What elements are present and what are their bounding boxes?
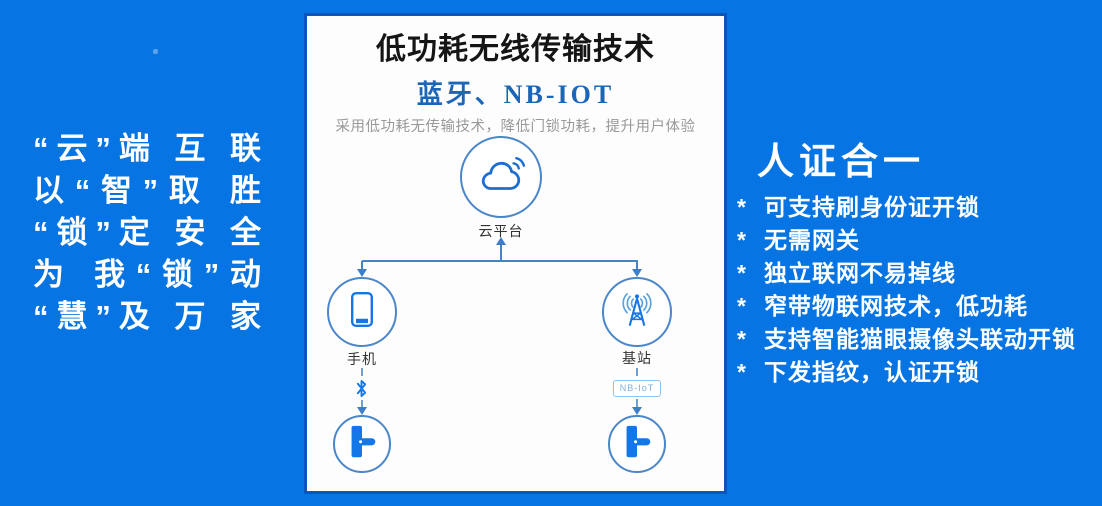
- door-lock-icon: [343, 423, 381, 466]
- bullet-marker: *: [737, 293, 746, 319]
- arrow-down-to-lock-left: [357, 407, 367, 415]
- list-item: * 可支持刷身份证开锁: [737, 191, 1076, 224]
- bullet-text: 窄带物联网技术，低功耗: [764, 293, 1028, 319]
- bullet-text: 下发指纹，认证开锁: [764, 359, 980, 385]
- bullet-text: 独立联网不易掉线: [764, 260, 956, 286]
- bluetooth-icon: [354, 378, 369, 404]
- arrow-down-to-lock-right: [632, 407, 642, 415]
- list-item: * 窄带物联网技术，低功耗: [737, 290, 1076, 323]
- panel-description: 采用低功耗无传输技术，降低门锁功耗，提升用户体验: [335, 119, 696, 135]
- phone-node: [327, 277, 397, 347]
- feature-bullet-list: * 可支持刷身份证开锁 * 无需网关 * 独立联网不易掉线 * 窄带物联网技术，…: [737, 191, 1076, 389]
- right-panel-heading: 人证合一: [757, 141, 925, 182]
- list-item: * 支持智能猫眼摄像头联动开锁: [737, 323, 1076, 356]
- phone-node-label: 手机: [347, 351, 377, 367]
- slogan-line: “锁”定 安 全: [33, 215, 261, 250]
- decorative-speck: [153, 49, 158, 54]
- nbiot-tag: NB-IoT: [613, 380, 661, 397]
- smartphone-icon: [350, 291, 374, 333]
- door-lock-node-right: [608, 415, 666, 473]
- station-node: [602, 277, 672, 347]
- bullet-marker: *: [737, 359, 746, 385]
- connector-vertical-cloud: [500, 245, 502, 261]
- bullet-marker: *: [737, 260, 746, 286]
- arrow-down-to-station: [632, 269, 642, 277]
- left-slogan: “云”端 互 联 以“智”取 胜 “锁”定 安 全 为 我“锁”动 “慧”及 万…: [33, 128, 261, 338]
- slogan-line: “慧”及 万 家: [33, 299, 261, 334]
- bullet-text: 无需网关: [764, 227, 860, 253]
- bullet-text: 支持智能猫眼摄像头联动开锁: [764, 326, 1076, 352]
- list-item: * 独立联网不易掉线: [737, 257, 1076, 290]
- connector-dash-station2: [636, 399, 638, 407]
- cloud-node-label: 云平台: [478, 223, 524, 239]
- slogan-line: 以“智”取 胜: [33, 173, 261, 208]
- base-station-antenna-icon: [614, 290, 660, 335]
- arrow-down-to-phone: [357, 269, 367, 277]
- list-item: * 下发指纹，认证开锁: [737, 356, 1076, 389]
- panel-title: 低功耗无线传输技术: [376, 33, 655, 66]
- panel-subtitle: 蓝牙、NB-IOT: [416, 80, 615, 109]
- bullet-marker: *: [737, 326, 746, 352]
- bullet-text: 可支持刷身份证开锁: [764, 194, 980, 220]
- bullet-marker: *: [737, 194, 746, 220]
- connector-dash-phone: [361, 368, 363, 376]
- bullet-marker: *: [737, 227, 746, 253]
- arrow-up-to-cloud: [496, 237, 506, 245]
- slogan-line: 为 我“锁”动: [33, 257, 261, 292]
- connector-dash-station: [636, 368, 638, 376]
- station-node-label: 基站: [622, 350, 652, 366]
- door-lock-icon: [618, 423, 656, 466]
- connector-dash-phone2: [361, 400, 363, 407]
- slogan-line: “云”端 互 联: [33, 131, 261, 166]
- cloud-wireless-icon: [473, 151, 529, 203]
- connector-horizontal: [362, 260, 638, 262]
- connector-vertical-station: [636, 261, 638, 271]
- diagram-panel: 低功耗无线传输技术 蓝牙、NB-IOT 采用低功耗无传输技术，降低门锁功耗，提升…: [307, 16, 724, 491]
- connector-vertical-phone: [361, 261, 363, 271]
- door-lock-node-left: [333, 415, 391, 473]
- list-item: * 无需网关: [737, 224, 1076, 257]
- cloud-node: [460, 136, 542, 218]
